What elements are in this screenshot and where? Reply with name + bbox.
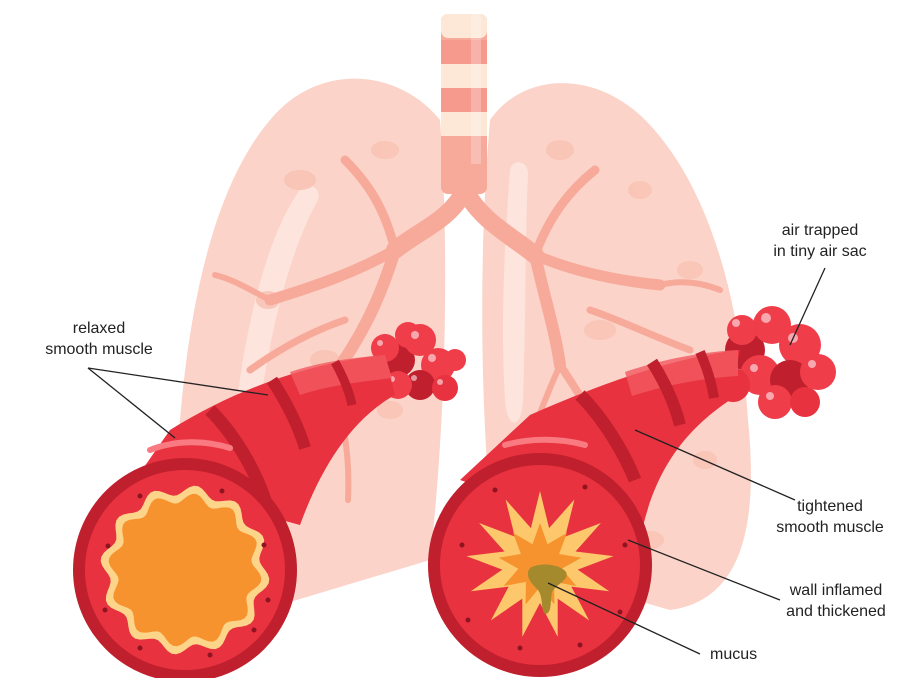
label-mucus: mucus: [710, 644, 757, 665]
label-relaxed-line-1: relaxed: [24, 318, 174, 339]
label-air-trapped: air trapped in tiny air sac: [752, 220, 888, 262]
trachea: [441, 14, 487, 194]
label-tightened-line-2: smooth muscle: [760, 517, 900, 538]
label-tightened-line-1: tightened: [760, 496, 900, 517]
label-tightened-smooth-muscle: tightened smooth muscle: [760, 496, 900, 538]
label-air-trapped-line-1: air trapped: [752, 220, 888, 241]
label-wall-inflamed-line-1: wall inflamed: [770, 580, 902, 601]
label-relaxed-line-2: smooth muscle: [24, 339, 174, 360]
label-wall-inflamed: wall inflamed and thickened: [770, 580, 902, 622]
label-air-trapped-line-2: in tiny air sac: [752, 241, 888, 262]
label-wall-inflamed-line-2: and thickened: [770, 601, 902, 622]
label-relaxed-smooth-muscle: relaxed smooth muscle: [24, 318, 174, 360]
label-mucus-line-1: mucus: [710, 644, 757, 665]
